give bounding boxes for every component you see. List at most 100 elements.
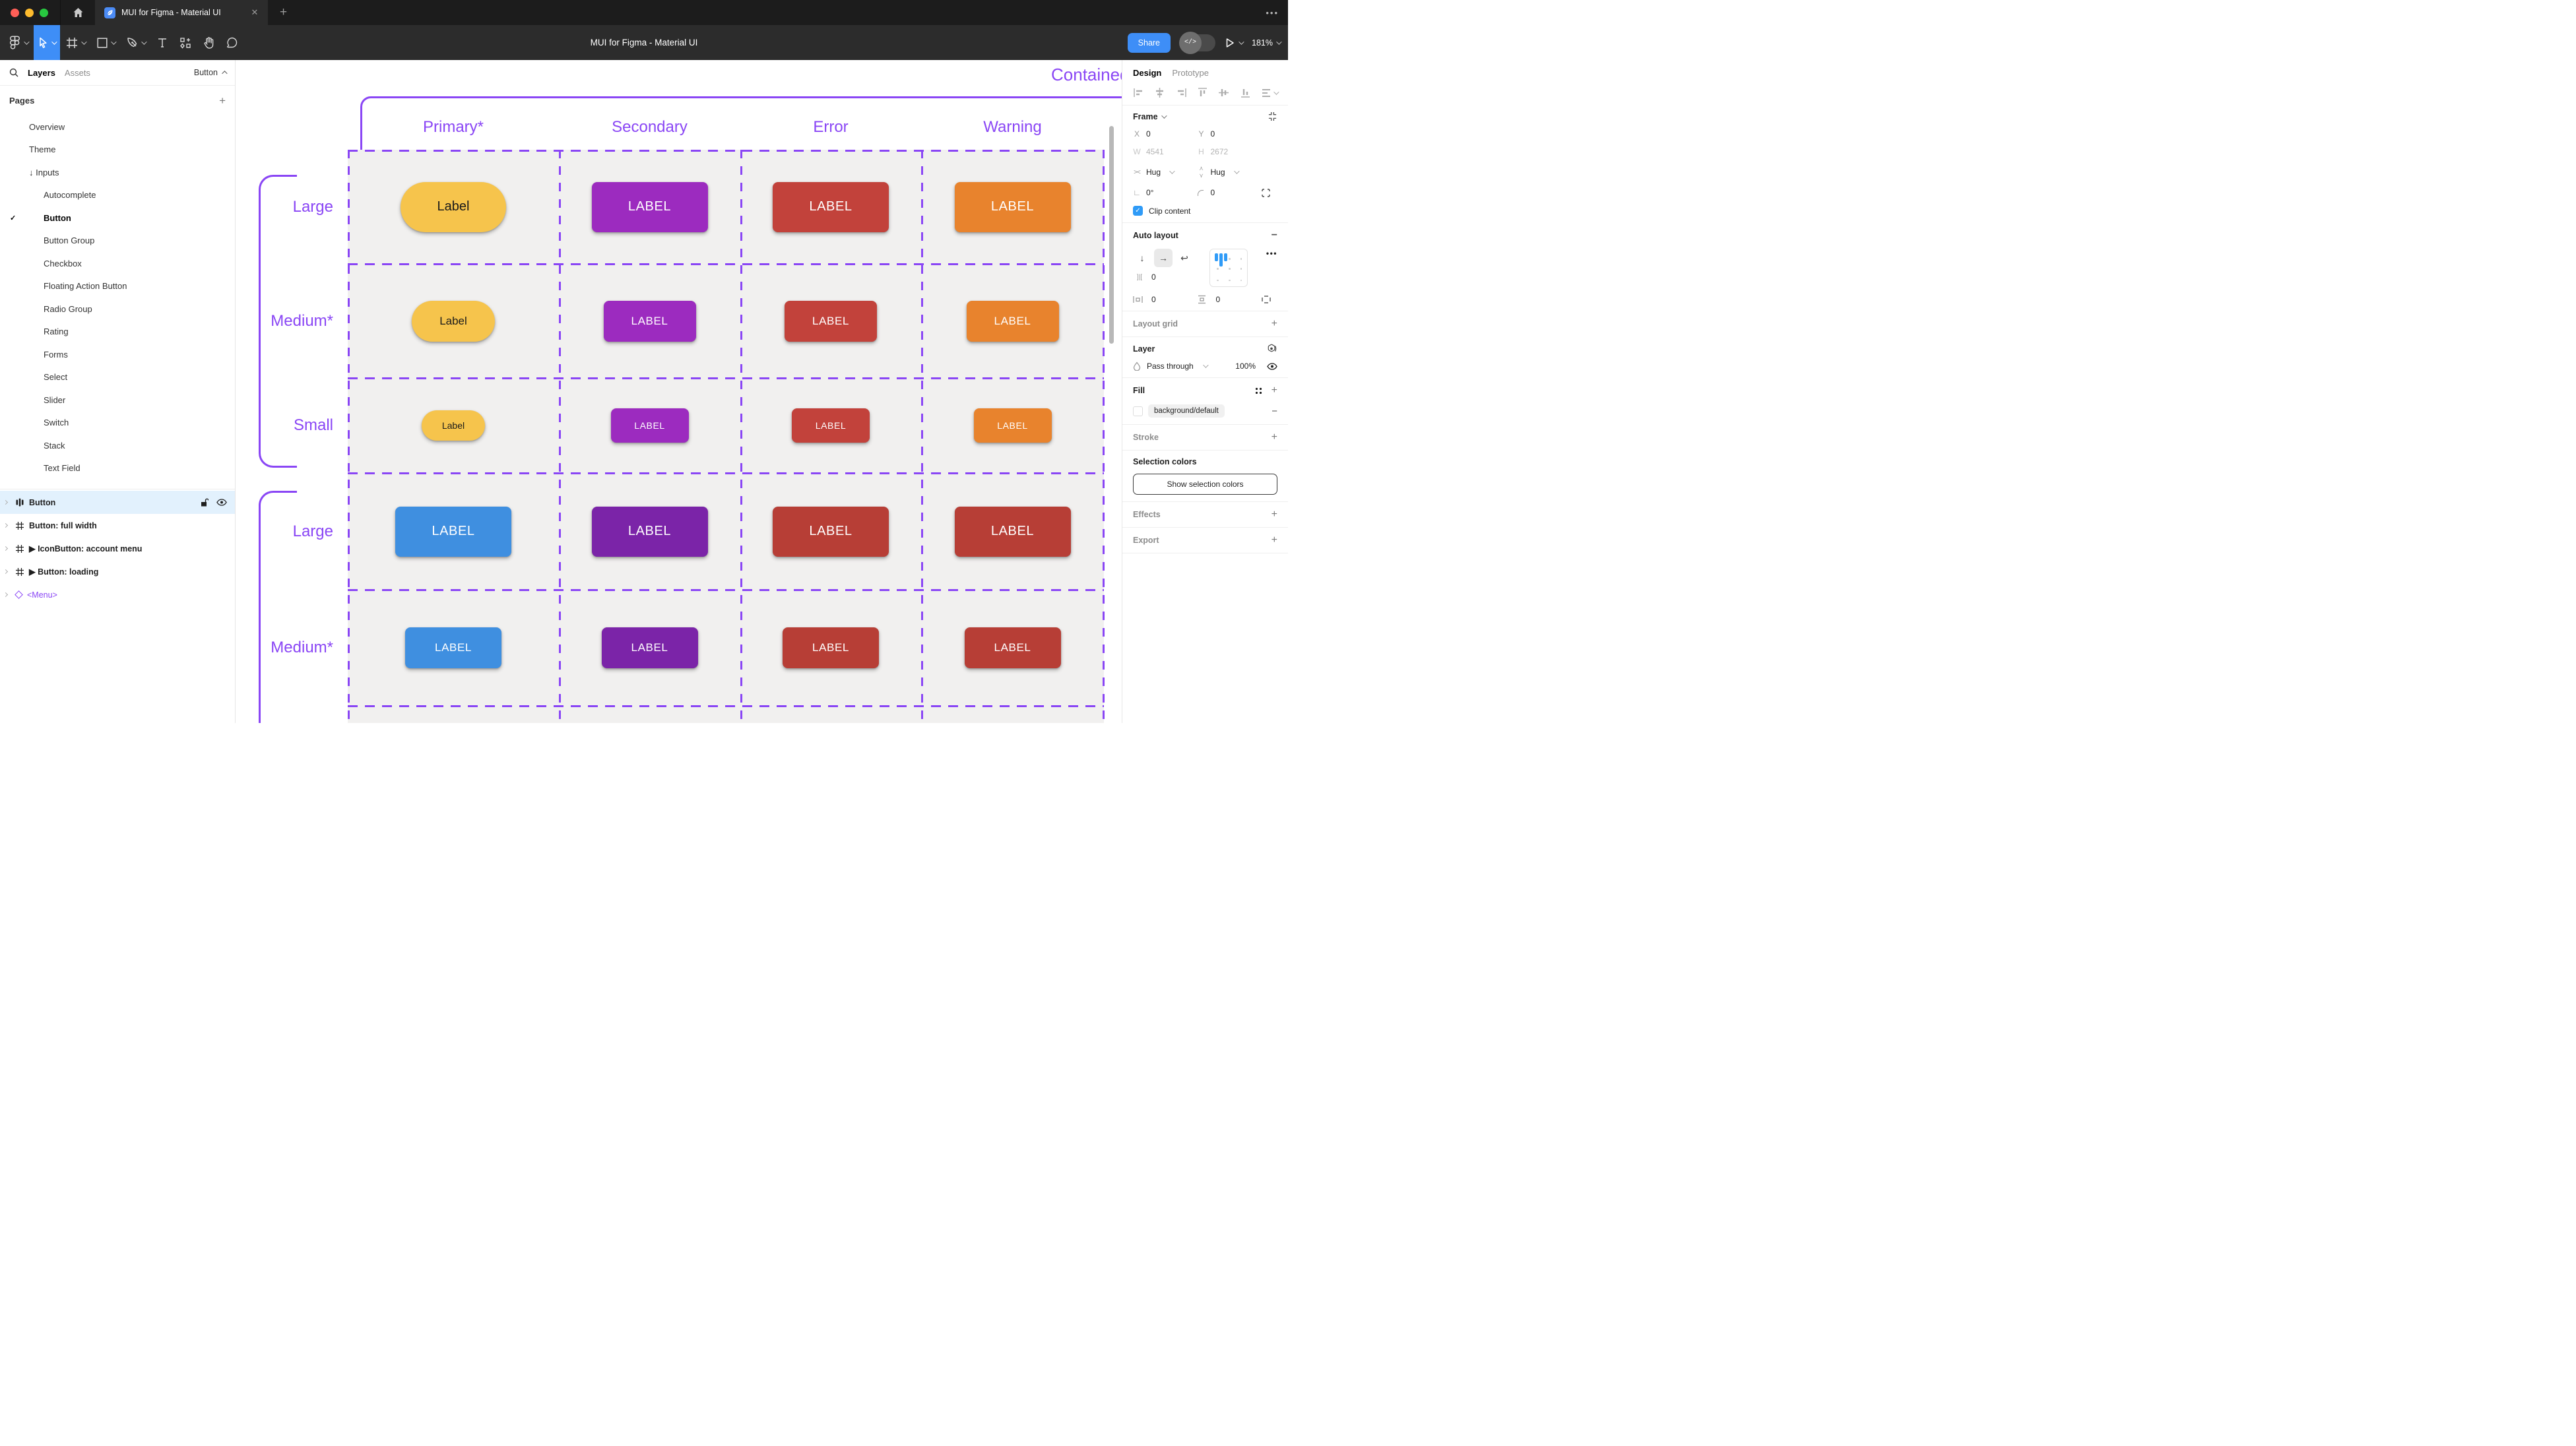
show-selection-colors-button[interactable]: Show selection colors xyxy=(1133,474,1277,495)
pen-tool-button[interactable] xyxy=(121,25,151,60)
visibility-eye-icon[interactable] xyxy=(1267,363,1277,370)
height-field[interactable]: H2672 xyxy=(1198,147,1257,156)
new-tab-button[interactable]: + xyxy=(280,5,287,20)
layout-wrap-button[interactable]: ↩ xyxy=(1175,249,1194,267)
minimize-window-button[interactable] xyxy=(25,9,34,17)
page-item-button[interactable]: ✓Button xyxy=(0,206,235,230)
width-field[interactable]: W4541 xyxy=(1133,147,1192,156)
button-variant-medium-warning[interactable]: LABEL xyxy=(965,627,1061,668)
align-bottom-icon[interactable] xyxy=(1240,87,1251,98)
shape-tool-button[interactable] xyxy=(91,25,121,60)
add-effect-button[interactable]: + xyxy=(1272,509,1277,520)
file-tab[interactable]: MUI for Figma - Material UI ✕ xyxy=(95,0,268,25)
page-item--inputs[interactable]: ↓ Inputs xyxy=(0,161,235,184)
vertical-resizing-dropdown[interactable]: ⋏⋎Hug xyxy=(1198,165,1257,179)
page-item-overview[interactable]: Overview xyxy=(0,115,235,139)
button-variant-large-error[interactable]: LABEL xyxy=(773,507,889,557)
layer-item--iconbutton-account-menu[interactable]: ▶ IconButton: account menu xyxy=(0,537,235,560)
comment-tool-button[interactable] xyxy=(220,25,243,60)
add-layout-grid-button[interactable]: + xyxy=(1272,318,1277,330)
page-item-slider[interactable]: Slider xyxy=(0,389,235,412)
visible-eye-icon[interactable] xyxy=(216,499,227,506)
button-variant-small-primary[interactable]: Label xyxy=(422,410,485,441)
move-tool-button[interactable] xyxy=(34,25,60,60)
vertical-padding-field[interactable]: 0 xyxy=(1198,295,1257,304)
button-variant-medium-primary[interactable]: LABEL xyxy=(405,627,501,668)
distribute-menu[interactable] xyxy=(1261,87,1277,98)
opacity-value[interactable]: 100% xyxy=(1235,362,1256,371)
zoom-menu[interactable]: 181% xyxy=(1252,38,1280,47)
maximize-window-button[interactable] xyxy=(40,9,48,17)
page-item-floating-action-button[interactable]: Floating Action Button xyxy=(0,275,235,298)
tab-assets[interactable]: Assets xyxy=(65,68,90,78)
page-item-autocomplete[interactable]: Autocomplete xyxy=(0,184,235,207)
horizontal-resizing-dropdown[interactable]: ><Hug xyxy=(1133,165,1192,179)
page-item-switch[interactable]: Switch xyxy=(0,412,235,435)
add-stroke-button[interactable]: + xyxy=(1272,431,1277,443)
expand-chevron-icon[interactable] xyxy=(4,569,11,575)
variant-column-header[interactable]: Warning xyxy=(983,118,1041,137)
page-item-rating[interactable]: Rating xyxy=(0,321,235,344)
variant-row-label[interactable]: Large xyxy=(293,522,333,541)
page-item-checkbox[interactable]: Checkbox xyxy=(0,252,235,275)
actions-tool-button[interactable] xyxy=(174,25,197,60)
share-button[interactable]: Share xyxy=(1128,33,1171,53)
page-item-button-group[interactable]: Button Group xyxy=(0,230,235,253)
individual-padding-button[interactable] xyxy=(1262,295,1277,304)
align-left-icon[interactable] xyxy=(1133,87,1144,98)
frame-tool-button[interactable] xyxy=(60,25,91,60)
main-menu-button[interactable] xyxy=(0,25,34,60)
frame-type-dropdown[interactable]: Frame xyxy=(1133,112,1158,121)
variant-column-header[interactable]: Error xyxy=(813,118,848,137)
hand-tool-button[interactable] xyxy=(197,25,220,60)
align-right-icon[interactable] xyxy=(1176,87,1187,98)
button-variant-medium-secondary[interactable]: LABEL xyxy=(604,301,696,342)
button-variant-large-primary[interactable]: Label xyxy=(401,182,506,232)
y-position-field[interactable]: Y0 xyxy=(1198,129,1257,139)
present-button[interactable] xyxy=(1225,38,1242,48)
selection-jump-chip[interactable]: Button xyxy=(194,68,226,77)
layer-item-button[interactable]: Button xyxy=(0,491,235,514)
align-horizontal-center-icon[interactable] xyxy=(1154,87,1165,98)
button-variant-large-warning[interactable]: LABEL xyxy=(955,182,1071,232)
button-variant-medium-primary[interactable]: Label xyxy=(412,301,495,342)
button-variant-large-error[interactable]: LABEL xyxy=(773,182,889,232)
page-item-stack[interactable]: Stack xyxy=(0,434,235,457)
button-variant-medium-error[interactable]: LABEL xyxy=(783,627,879,668)
button-variant-large-primary[interactable]: LABEL xyxy=(395,507,511,557)
tab-prototype[interactable]: Prototype xyxy=(1172,68,1209,78)
tab-close-button[interactable]: ✕ xyxy=(248,7,261,18)
styles-icon[interactable] xyxy=(1255,387,1262,394)
dev-mode-toggle[interactable]: </> xyxy=(1180,34,1215,51)
auto-layout-more-button[interactable]: ••• xyxy=(1266,249,1277,258)
horizontal-padding-field[interactable]: 0 xyxy=(1133,295,1192,304)
close-window-button[interactable] xyxy=(11,9,19,17)
corner-radius-field[interactable]: 0 xyxy=(1198,188,1257,197)
page-item-theme[interactable]: Theme xyxy=(0,139,235,162)
fill-token-pill[interactable]: background/default xyxy=(1148,404,1225,418)
layer-item--menu-[interactable]: <Menu> xyxy=(0,583,235,606)
button-variant-medium-secondary[interactable]: LABEL xyxy=(602,627,698,668)
component-set-name[interactable]: Contained xyxy=(1051,65,1122,85)
button-variant-small-secondary[interactable]: LABEL xyxy=(611,408,689,443)
layer-item-button-full-width[interactable]: Button: full width xyxy=(0,514,235,537)
blend-mode-button[interactable] xyxy=(1267,344,1277,354)
button-variant-large-secondary[interactable]: LABEL xyxy=(592,507,708,557)
tab-design[interactable]: Design xyxy=(1133,68,1161,78)
fill-color-swatch[interactable] xyxy=(1133,406,1143,416)
independent-corners-button[interactable] xyxy=(1262,188,1277,197)
variant-row-label[interactable]: Small xyxy=(294,416,333,435)
x-position-field[interactable]: X0 xyxy=(1133,129,1192,139)
gap-field[interactable]: ]|[0 xyxy=(1133,272,1194,282)
align-top-icon[interactable] xyxy=(1197,87,1208,98)
expand-chevron-icon[interactable] xyxy=(4,499,11,506)
layout-direction-right-button[interactable]: → xyxy=(1154,249,1173,267)
tabbar-overflow-menu[interactable]: ••• xyxy=(1266,8,1279,18)
page-item-text-field[interactable]: Text Field xyxy=(0,457,235,480)
align-vertical-center-icon[interactable] xyxy=(1218,87,1229,98)
clip-content-row[interactable]: ✓ Clip content xyxy=(1133,206,1277,216)
page-item-radio-group[interactable]: Radio Group xyxy=(0,298,235,321)
remove-fill-button[interactable]: − xyxy=(1272,406,1277,417)
variant-row-label[interactable]: Large xyxy=(293,198,333,216)
add-page-button[interactable]: + xyxy=(219,94,226,108)
